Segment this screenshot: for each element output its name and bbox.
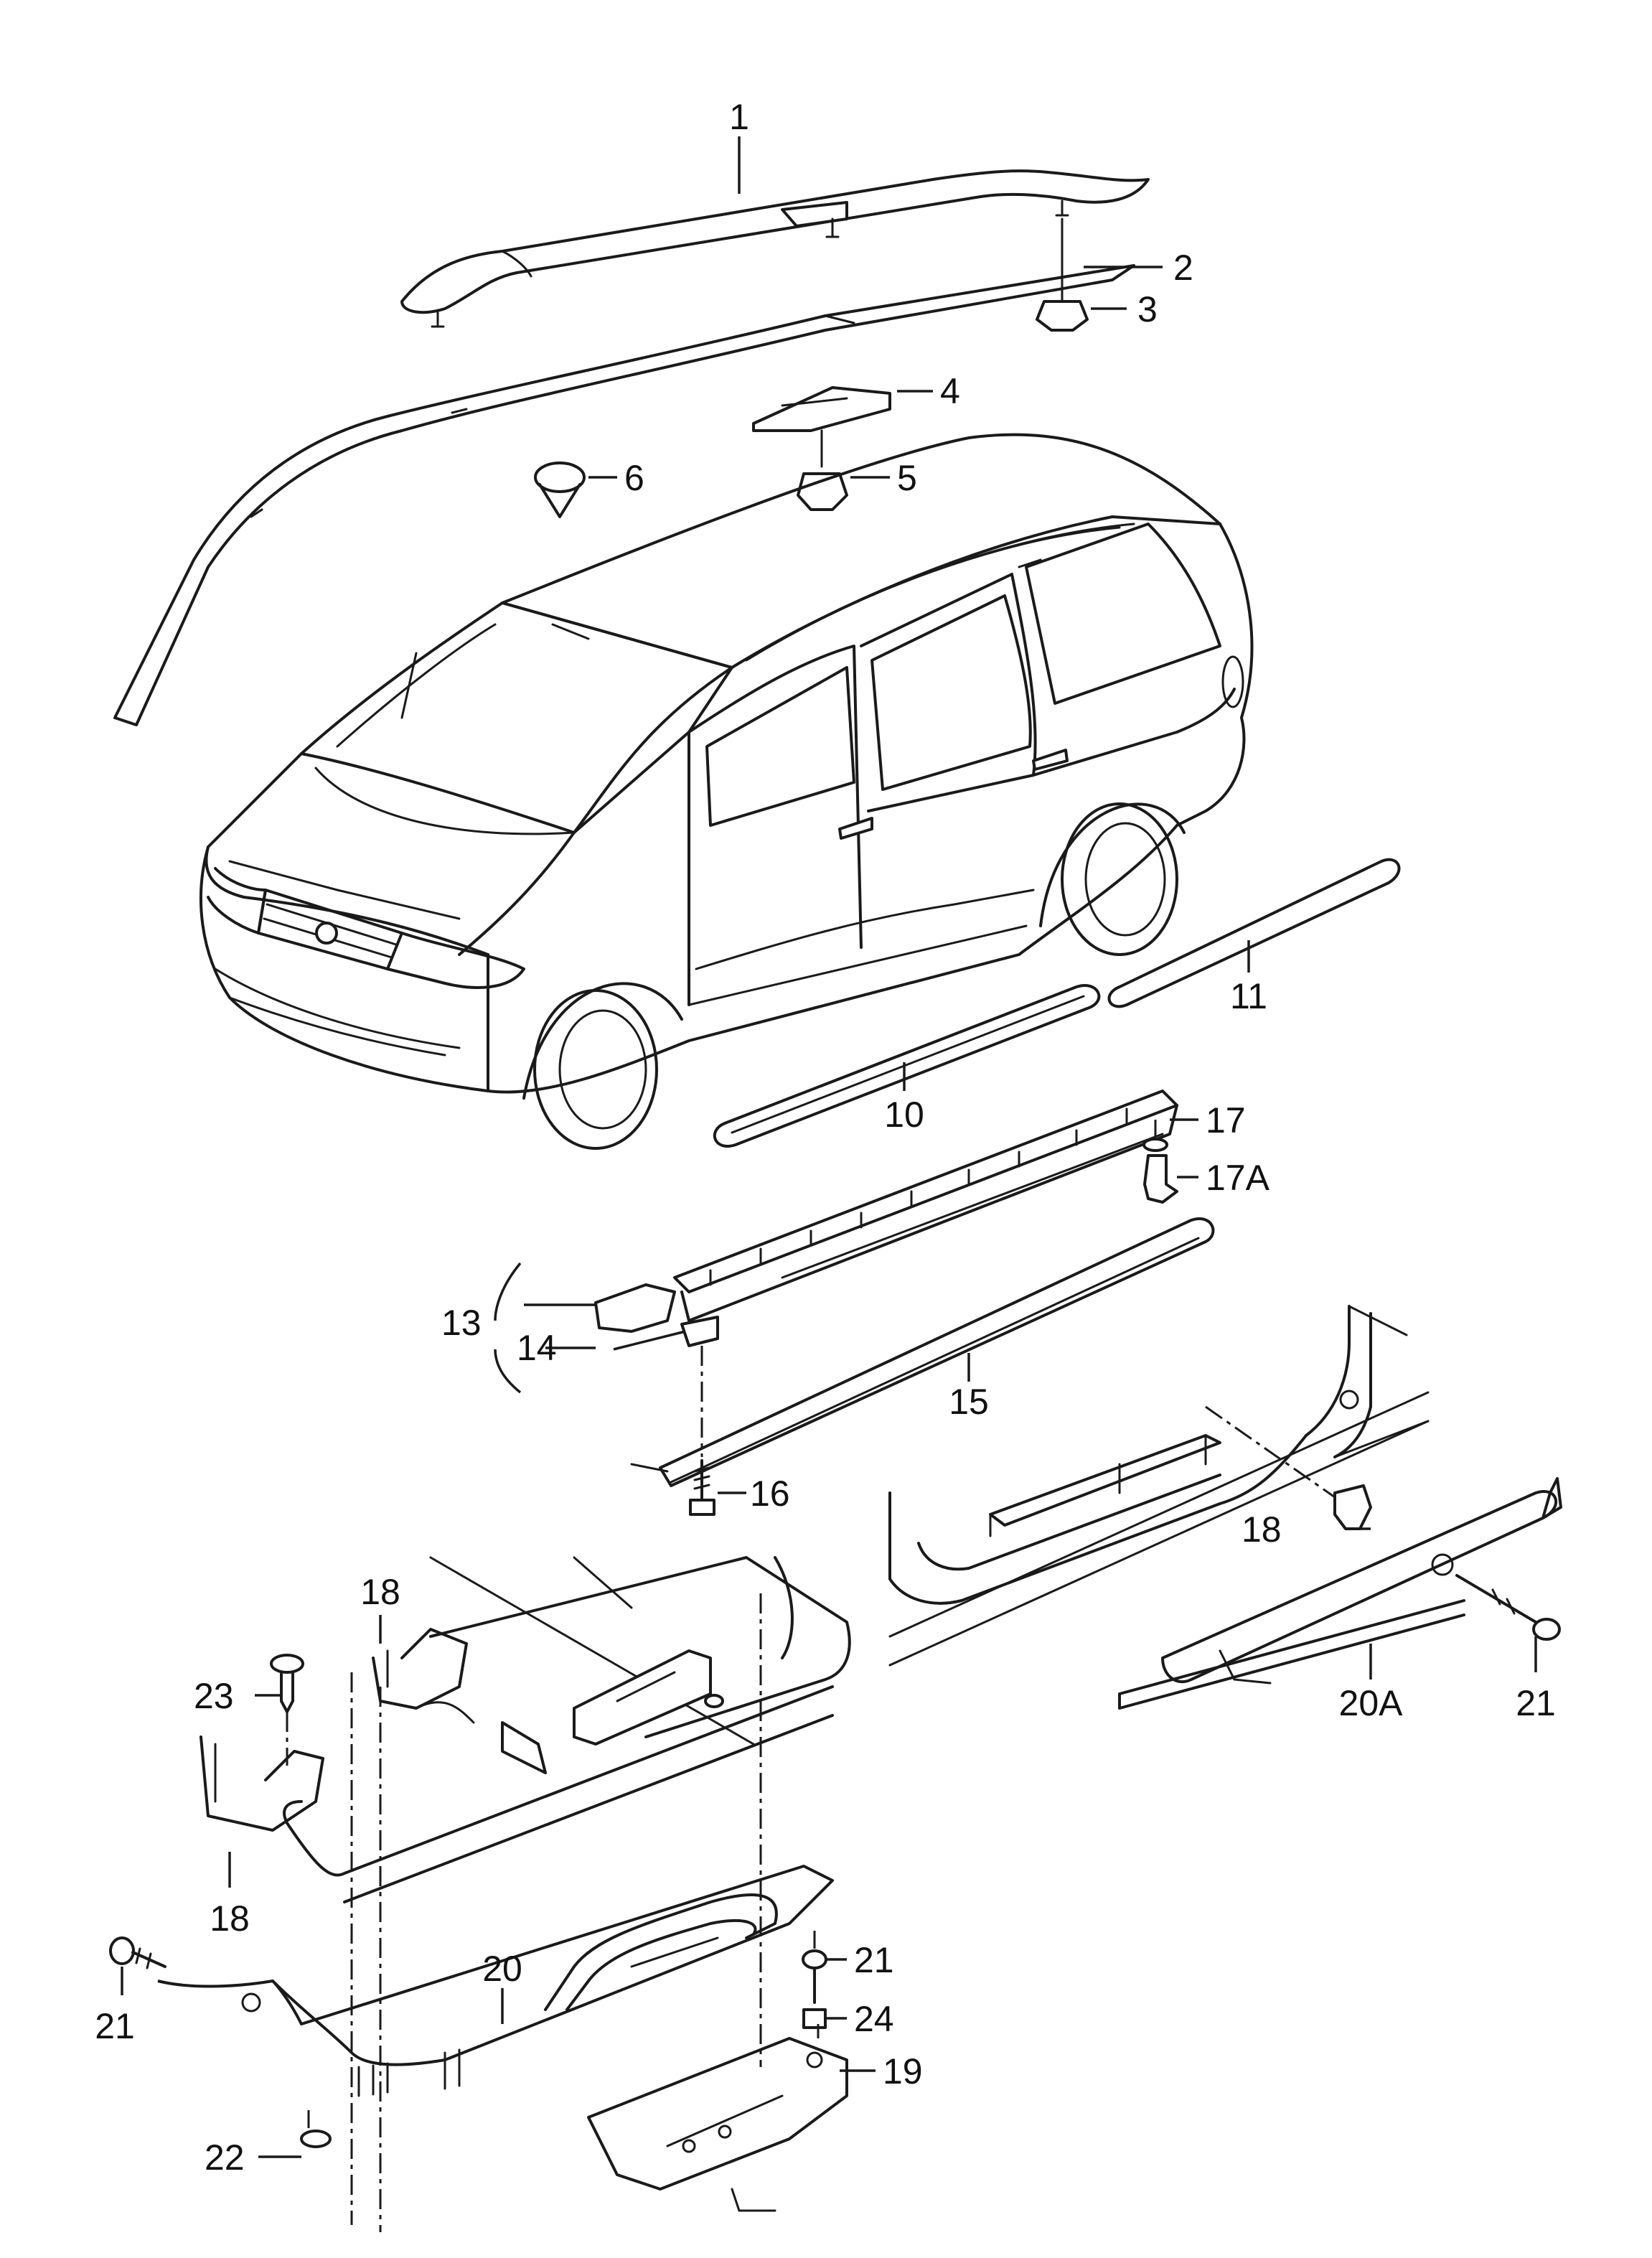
callout-22: 22 [205,2137,245,2178]
door-molding-front [713,984,1101,1148]
sill-body-left [283,1556,851,1903]
sill-bracket-left [200,1628,468,1832]
callout-2: 2 [1173,248,1193,288]
callout-10: 10 [884,1095,924,1135]
fasteners-bottom [802,1949,827,2029]
sill-molding [630,1217,1215,1487]
callout-21b: 21 [95,2006,135,2046]
callout-16: 16 [750,1474,790,1514]
callout-14: 14 [517,1328,557,1368]
callout-3: 3 [1137,289,1158,329]
callout-21c: 21 [854,1940,894,1980]
callout-4: 4 [940,371,960,411]
callout-21a: 21 [1516,1683,1556,1723]
callout-19: 19 [883,2051,923,2091]
sill-end-bracket [587,2037,848,2212]
roof-plug [534,462,586,518]
callout-17a: 17A [1206,1158,1270,1198]
roof-rail [400,169,1150,328]
callout-1: 1 [729,97,749,137]
callout-18c: 18 [210,1898,250,1939]
rail-bracket [752,386,891,511]
sill-cover-left [157,1865,834,2097]
vehicle-body [200,433,1254,1150]
clip-right [1333,1484,1372,1530]
callout-18b: 18 [360,1572,400,1612]
screw-sill [689,1459,715,1516]
callout-labels: 1 2 3 4 5 6 11 10 17 17A 13 14 15 16 18 … [95,97,1556,2178]
callout-24: 24 [854,1999,894,2039]
screw-right [1455,1574,1561,1641]
screw-left [109,1936,166,1969]
sill-body-right [888,1305,1430,1667]
door-molding-rear [1107,858,1401,1008]
dash-guides-lower [307,1593,820,2232]
sill-carrier-strip [594,1090,1178,1333]
callout-17: 17 [1206,1100,1246,1140]
callout-23: 23 [194,1676,234,1716]
callout-18a: 18 [1242,1509,1282,1550]
callout-20a: 20A [1339,1683,1404,1723]
sill-nut-washer [1142,1120,1178,1204]
roof-rail-trim-strip [113,264,1135,726]
rail-mount-nut [1036,217,1089,332]
callout-15: 15 [949,1382,989,1422]
sill-cover-right [1118,1477,1562,1710]
callout-11: 11 [1230,976,1267,1016]
callout-6: 6 [624,458,644,498]
push-rivet [270,1654,304,1766]
clip-sill [680,1316,719,1457]
callout-5: 5 [897,458,917,498]
callout-20: 20 [482,1949,522,1989]
callout-13: 13 [441,1303,482,1343]
leaders [121,136,1537,2158]
cap-plug [300,2130,332,2148]
